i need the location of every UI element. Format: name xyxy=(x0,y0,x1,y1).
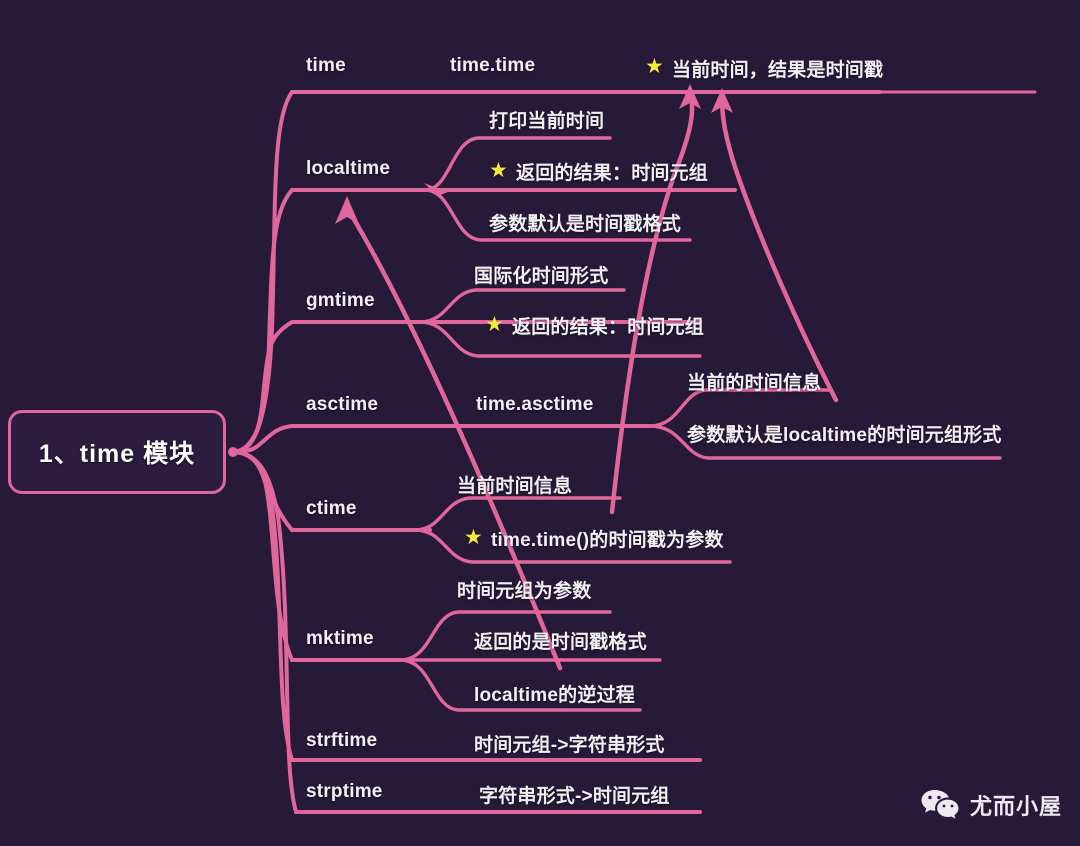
spoke-gmtime xyxy=(230,320,702,454)
leaf-label-asctime-current[interactable]: 当前的时间信息 xyxy=(687,373,822,394)
leaf-label-mktime-param[interactable]: 时间元组为参数 xyxy=(457,581,592,602)
leaf-label-time-time[interactable]: time.time xyxy=(450,55,536,76)
star-icon-time: ★ xyxy=(645,55,664,78)
spoke-strptime xyxy=(230,450,702,814)
arrowhead-2 xyxy=(711,88,733,113)
arrowhead-4 xyxy=(424,183,448,204)
root-node[interactable]: 1、time 模块 xyxy=(8,410,226,494)
branch-label-time[interactable]: time xyxy=(306,55,346,76)
branch-label-ctime[interactable]: ctime xyxy=(306,498,357,519)
leaf-gmtime-1 xyxy=(418,288,626,324)
leaf-ctime-2 xyxy=(413,528,732,564)
hub-node xyxy=(228,447,238,457)
wechat-icon xyxy=(920,788,960,822)
branch-label-strptime[interactable]: strptime xyxy=(306,781,383,802)
leaf-label-mktime-return[interactable]: 返回的是时间戳格式 xyxy=(474,632,647,653)
arrowheads xyxy=(335,84,733,224)
cross-arrow-1 xyxy=(609,89,695,515)
leaf-label-localtime-print[interactable]: 打印当前时间 xyxy=(489,111,605,132)
cross-arrow-3 xyxy=(349,213,563,671)
leaf-label-gmtime-return[interactable]: 返回的结果：时间元组 xyxy=(512,317,705,338)
branch-label-gmtime[interactable]: gmtime xyxy=(306,290,375,311)
star-icon-ctime: ★ xyxy=(464,526,483,549)
leaf-ctime-1 xyxy=(413,496,622,532)
arrowhead-3 xyxy=(335,196,359,224)
star-icon-gmtime: ★ xyxy=(485,313,504,336)
branch-label-localtime[interactable]: localtime xyxy=(306,158,391,179)
leaf-asctime-1 xyxy=(648,388,832,428)
leaf-label-strptime-1[interactable]: 字符串形式->时间元组 xyxy=(479,786,670,807)
leaf-label-strftime-1[interactable]: 时间元组->字符串形式 xyxy=(474,735,665,756)
watermark: 尤而小屋 xyxy=(920,788,1062,822)
leaf-gmtime-2 xyxy=(418,320,702,358)
arrowhead-1 xyxy=(679,84,701,109)
leaf-asctime-2 xyxy=(648,424,1002,460)
leaf-label-localtime-param[interactable]: 参数默认是时间戳格式 xyxy=(489,214,682,235)
leaf-label-ctime-param[interactable]: time.time()的时间戳为参数 xyxy=(491,530,724,551)
leaf-mktime-3 xyxy=(398,658,642,712)
branch-label-asctime[interactable]: asctime xyxy=(306,394,379,415)
leaf-label-asctime-fn[interactable]: time.asctime xyxy=(476,394,594,415)
spoke-asctime xyxy=(230,424,652,454)
root-label: 1、time 模块 xyxy=(38,440,196,468)
leaf-label-gmtime-intl[interactable]: 国际化时间形式 xyxy=(474,266,609,287)
leaf-mktime-1 xyxy=(398,610,612,662)
star-icon-localtime: ★ xyxy=(489,159,508,182)
leaf-label-time-current[interactable]: 当前时间，结果是时间戳 xyxy=(672,60,884,81)
leaf-label-asctime-param[interactable]: 参数默认是localtime的时间元组形式 xyxy=(687,425,1002,446)
leaf-label-ctime-current[interactable]: 当前时间信息 xyxy=(457,476,573,497)
cross-arrow-2 xyxy=(719,93,839,403)
branch-label-strftime[interactable]: strftime xyxy=(306,730,378,751)
watermark-text: 尤而小屋 xyxy=(969,794,1062,819)
branch-label-mktime[interactable]: mktime xyxy=(306,628,374,649)
leaf-label-localtime-return[interactable]: 返回的结果：时间元组 xyxy=(516,163,709,184)
leaf-label-mktime-inverse[interactable]: localtime的逆过程 xyxy=(474,685,635,706)
